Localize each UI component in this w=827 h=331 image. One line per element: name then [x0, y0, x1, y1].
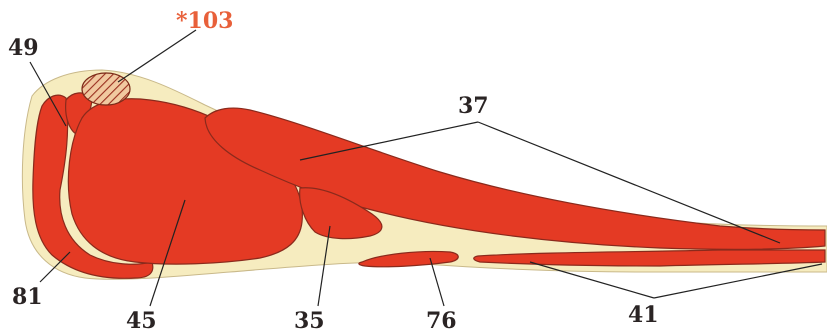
label-76: 76	[426, 308, 457, 331]
label-41: 41	[628, 302, 659, 328]
label-35: 35	[294, 308, 325, 331]
label-45: 45	[126, 308, 157, 331]
label-81: 81	[12, 284, 43, 310]
label-49: 49	[8, 35, 39, 61]
label-103: *103	[176, 8, 233, 34]
label-37: 37	[458, 93, 489, 119]
region-103	[82, 73, 130, 105]
leader-103	[118, 30, 196, 82]
